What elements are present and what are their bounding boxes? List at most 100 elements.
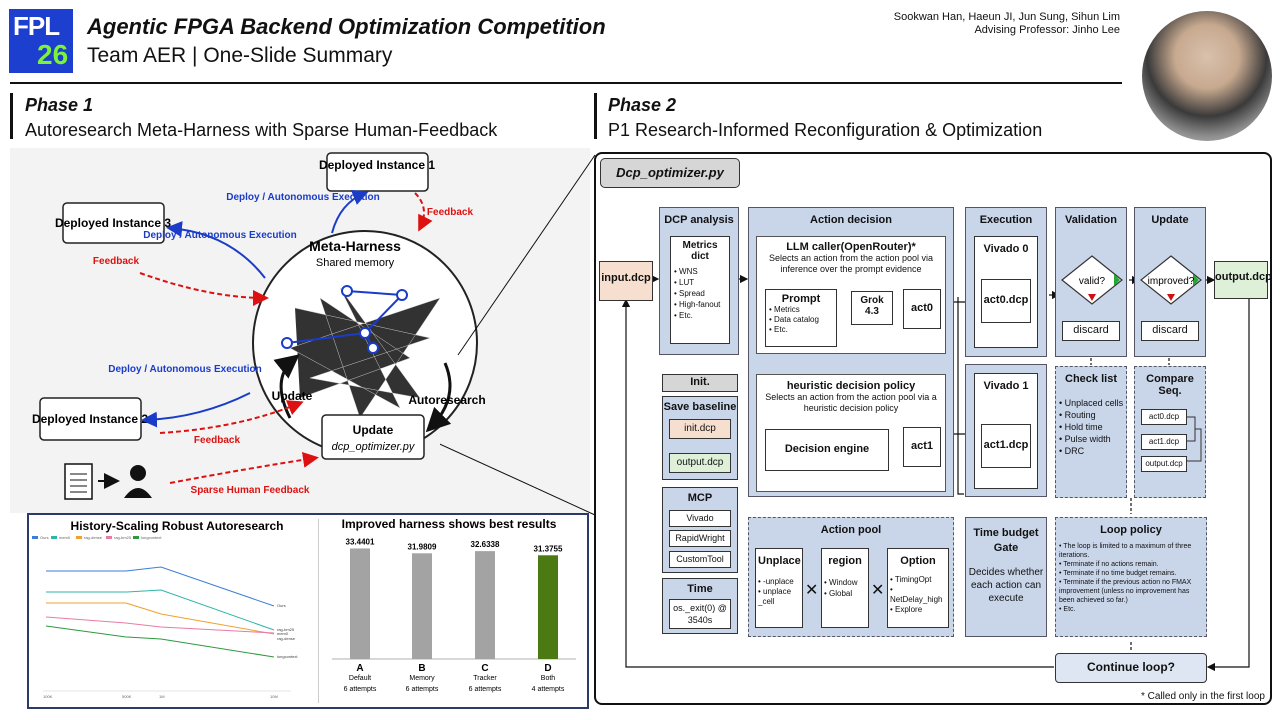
phase1-bar xyxy=(10,93,13,139)
bar-C xyxy=(475,551,495,659)
prompt-item: • Data catalog xyxy=(769,315,819,324)
bar-value-label: 32.6338 xyxy=(471,540,500,549)
metric-item: • Spread xyxy=(674,289,705,298)
option-item: • NetDelay_high xyxy=(890,585,943,604)
compare-title: Compare Seq. xyxy=(1146,373,1194,397)
option-title: Option xyxy=(900,555,936,567)
time-value: os._exit(0) @ 3540s xyxy=(669,599,731,629)
svg-text:longcontext: longcontext xyxy=(141,535,162,540)
improved-diamond: improved? xyxy=(1140,255,1202,305)
improved-harness-bar-chart: Improved harness shows best results 33.4… xyxy=(332,517,576,693)
compare-panel: Compare Seq. act0.dcp act1.dcp output.dc… xyxy=(1134,366,1206,498)
feedback-label-3: Feedback xyxy=(93,256,140,267)
action-decision-panel: Action decision LLM caller(OpenRouter)* … xyxy=(748,207,954,497)
phase2-subtitle: P1 Research-Informed Reconfiguration & O… xyxy=(608,120,1043,140)
option-items: • TimingOpt• NetDelay_high• Explore xyxy=(890,575,946,615)
execution-panel-2: Vivado 1 act1.dcp xyxy=(965,364,1047,497)
region-items: • Window• Global xyxy=(824,577,866,599)
checklist-title: Check list xyxy=(1065,373,1117,385)
bar-category-label: C xyxy=(481,663,488,674)
vivado1-title: Vivado 1 xyxy=(983,380,1029,392)
checklist-item: • Unplaced cells xyxy=(1059,398,1124,408)
slide-title: Agentic FPGA Backend Optimization Compet… xyxy=(87,14,606,39)
prompt-box: Prompt• Metrics• Data catalog• Etc. xyxy=(765,289,837,347)
svg-text:Ours: Ours xyxy=(40,535,49,540)
author-names: Sookwan Han, Haeun JI, Jun Sung, Sihun L… xyxy=(893,11,1120,23)
footnote: * Called only in the first loop xyxy=(1141,691,1265,702)
loop-policy-title: Loop policy xyxy=(1100,524,1162,536)
input-dcp: input.dcp xyxy=(599,261,653,301)
continue-loop: Continue loop? xyxy=(1055,653,1207,683)
slide-subtitle: Team AER | One-Slide Summary xyxy=(87,44,393,67)
loop-policy-item: • Etc. xyxy=(1059,606,1076,613)
update-title: Update xyxy=(1151,214,1189,226)
unplace-box: Unplace • -unplace• unplace _cell xyxy=(755,548,803,628)
act0-dcp: act0.dcp xyxy=(981,279,1031,323)
prompt-title: Prompt xyxy=(781,293,821,305)
bar-attempts-label: 4 attempts xyxy=(532,686,565,693)
meta-harness-diagram: Meta-Harness Shared memory Update Autore… xyxy=(10,148,590,513)
checklist-item: • Routing xyxy=(1059,410,1096,420)
unplace-item: • -unplace xyxy=(758,577,794,586)
times-icon: ✕ xyxy=(805,582,819,599)
checklist-items: • Unplaced cells• Routing• Hold time• Pu… xyxy=(1059,397,1126,457)
person-icon xyxy=(124,465,152,498)
phase2-bar xyxy=(594,93,597,139)
document-icon xyxy=(64,463,93,500)
time-budget-gate: Time budget Gate Decides whether each ac… xyxy=(965,517,1047,637)
update-discard: discard xyxy=(1141,321,1199,341)
header-divider xyxy=(10,82,1122,84)
bar-D xyxy=(538,555,558,659)
prompt-items: • Metrics• Data catalog• Etc. xyxy=(769,305,833,335)
update-label: Update xyxy=(272,389,313,403)
act1-dcp: act1.dcp xyxy=(981,424,1031,468)
feedback-label-1: Feedback xyxy=(427,207,474,218)
vivado0-box: Vivado 0 act0.dcp xyxy=(974,236,1038,348)
llm-caller-title: LLM caller(OpenRouter)* xyxy=(786,241,916,253)
zoom-lines xyxy=(440,154,596,516)
results-panel xyxy=(27,513,589,709)
deploy-label-2: Deploy / Autonomous Execution xyxy=(108,364,262,375)
dcp-analysis-panel: DCP analysis Metrics dict • WNS• LUT• Sp… xyxy=(659,207,739,355)
time-title: Time xyxy=(687,583,713,595)
act0-box: act0 xyxy=(903,289,941,329)
mcp-vivado: Vivado xyxy=(669,510,731,527)
loop-policy-panel: Loop policy • The loop is limited to a m… xyxy=(1055,517,1207,637)
logo-text-bottom: 26 xyxy=(37,39,69,70)
action-pool-panel: Action pool Unplace• -unplace• unplace _… xyxy=(748,517,954,637)
svg-text:500K: 500K xyxy=(122,694,132,699)
compare-act0: act0.dcp xyxy=(1141,409,1187,425)
phase1-title: Phase 1 xyxy=(25,95,94,115)
heuristic-box: heuristic decision policy Selects an act… xyxy=(756,374,946,492)
mcp-rapidwright: RapidWright xyxy=(669,530,731,547)
advisor: Advising Professor: Jinho Lee xyxy=(974,24,1120,36)
bar-attempts-label: 6 attempts xyxy=(469,686,502,693)
option-item: • Explore xyxy=(890,605,923,614)
valid-diamond: valid? xyxy=(1061,255,1123,305)
svg-text:rag-bm25: rag-bm25 xyxy=(277,627,295,632)
time-budget-desc: Decides whether each action can execute xyxy=(968,567,1044,604)
bar-B xyxy=(412,553,432,659)
region-title: region xyxy=(828,555,862,567)
unplace-title: Unplace xyxy=(758,555,801,567)
loop-policy-item: • Terminate if no time budget remains. xyxy=(1059,570,1177,577)
authors: Sookwan Han, Haeun JI, Jun Sung, Sihun L… xyxy=(894,11,1120,37)
bar-category-label: A xyxy=(356,663,363,674)
compare-output: output.dcp xyxy=(1141,456,1187,472)
svg-text:mem0: mem0 xyxy=(277,631,289,636)
save-baseline-panel: Save baseline init.dcp output.dcp xyxy=(662,396,738,480)
autoresearch-label: Autoresearch xyxy=(408,393,485,407)
dcp-analysis-title: DCP analysis xyxy=(664,214,734,226)
bar-value-label: 31.9809 xyxy=(408,542,437,551)
unplace-item: • unplace _cell xyxy=(758,587,792,606)
bar-sublabel: Both xyxy=(541,675,556,682)
history-chart-title: History-Scaling Robust Autoresearch xyxy=(71,519,284,533)
time-budget-title: Time budget Gate xyxy=(973,527,1039,554)
update-box-title: Update xyxy=(353,423,394,437)
vivado0-title: Vivado 0 xyxy=(983,243,1029,255)
deployed-instance-1: Deployed Instance 1 xyxy=(319,158,435,172)
validation-panel: Validation valid? discard xyxy=(1055,207,1127,357)
svg-text:valid?: valid? xyxy=(1079,276,1106,287)
